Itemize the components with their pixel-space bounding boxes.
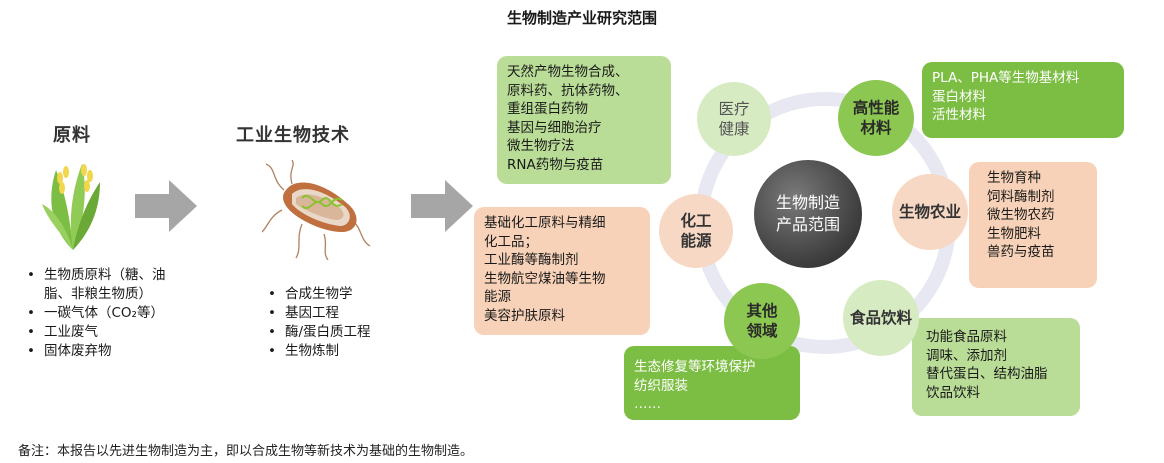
- agri-detail-box: 生物育种 饲料酶制剂 微生物农药 生物肥料 兽药与疫苗: [969, 162, 1097, 288]
- list-item: 生物炼制: [265, 342, 435, 361]
- other-circle: 其他领域: [724, 283, 800, 359]
- arrow-right-icon: [135, 180, 197, 232]
- list-item: 一碳气体（CO₂等）: [24, 304, 204, 323]
- list-item: 生物质原料（糖、油: [24, 266, 204, 285]
- list-item: 脂、非粮生物质）: [44, 286, 152, 302]
- medical-detail-box: 天然产物生物合成、 原料药、抗体药物、 重组蛋白药物 基因与细胞治疗 微生物疗法…: [497, 56, 671, 184]
- list-item: 固体废弃物: [24, 342, 204, 361]
- center-circle: 生物制造产品范围: [754, 160, 862, 268]
- tech-list: 合成生物学 基因工程 酶/蛋白质工程 生物炼制: [265, 285, 435, 361]
- agri-circle: 生物农业: [892, 174, 968, 250]
- raw-materials-heading: 原料: [53, 125, 91, 146]
- other-detail-box: 生态修复等环境保护 纺织服装 ……: [624, 346, 800, 420]
- food-detail-box: 功能食品原料 调味、添加剂 替代蛋白、结构油脂 饮品饮料: [912, 318, 1080, 416]
- materials-detail-box: PLA、PHA等生物基材料 蛋白材料 活性材料: [922, 62, 1124, 138]
- materials-circle: 高性能材料: [838, 80, 914, 156]
- medical-circle: 医疗健康: [697, 82, 771, 156]
- chem-circle: 化工能源: [659, 194, 733, 268]
- list-item: 酶/蛋白质工程: [265, 323, 435, 342]
- bacterium-icon: [261, 159, 372, 264]
- chem-detail-box: 基础化工原料与精细 化工品； 工业酶等酶制剂 生物航空煤油等生物 能源 美容护肤…: [474, 207, 650, 335]
- list-item: 基因工程: [265, 304, 435, 323]
- diagram-title: 生物制造产业研究范围: [506, 9, 657, 27]
- food-circle: 食品饮料: [843, 280, 919, 356]
- plant-icon: [40, 160, 106, 256]
- list-item: 合成生物学: [265, 285, 435, 304]
- raw-materials-list: 生物质原料（糖、油 脂、非粮生物质） 一碳气体（CO₂等） 工业废气 固体废弃物: [24, 266, 204, 361]
- footnote: 备注：本报告以先进生物制造为主，即以合成生物等新技术为基础的生物制造。: [18, 444, 474, 459]
- arrow-right-icon: [411, 180, 473, 232]
- list-item: 工业废气: [24, 323, 204, 342]
- tech-heading: 工业生物技术: [236, 125, 350, 146]
